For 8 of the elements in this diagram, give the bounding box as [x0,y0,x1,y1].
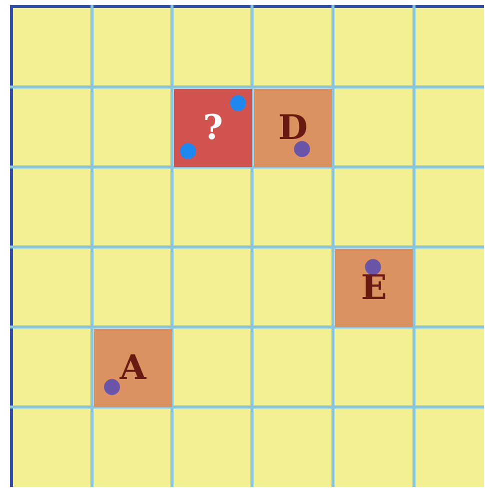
grid-tile [94,329,172,407]
tile-letter: D [278,108,308,148]
grid-tile [254,89,332,167]
tile-letter: E [361,268,387,308]
tile-letter: A [120,348,146,388]
grid-tile [174,89,252,167]
grid-tile [335,249,413,327]
tile-letter: ? [203,108,223,148]
